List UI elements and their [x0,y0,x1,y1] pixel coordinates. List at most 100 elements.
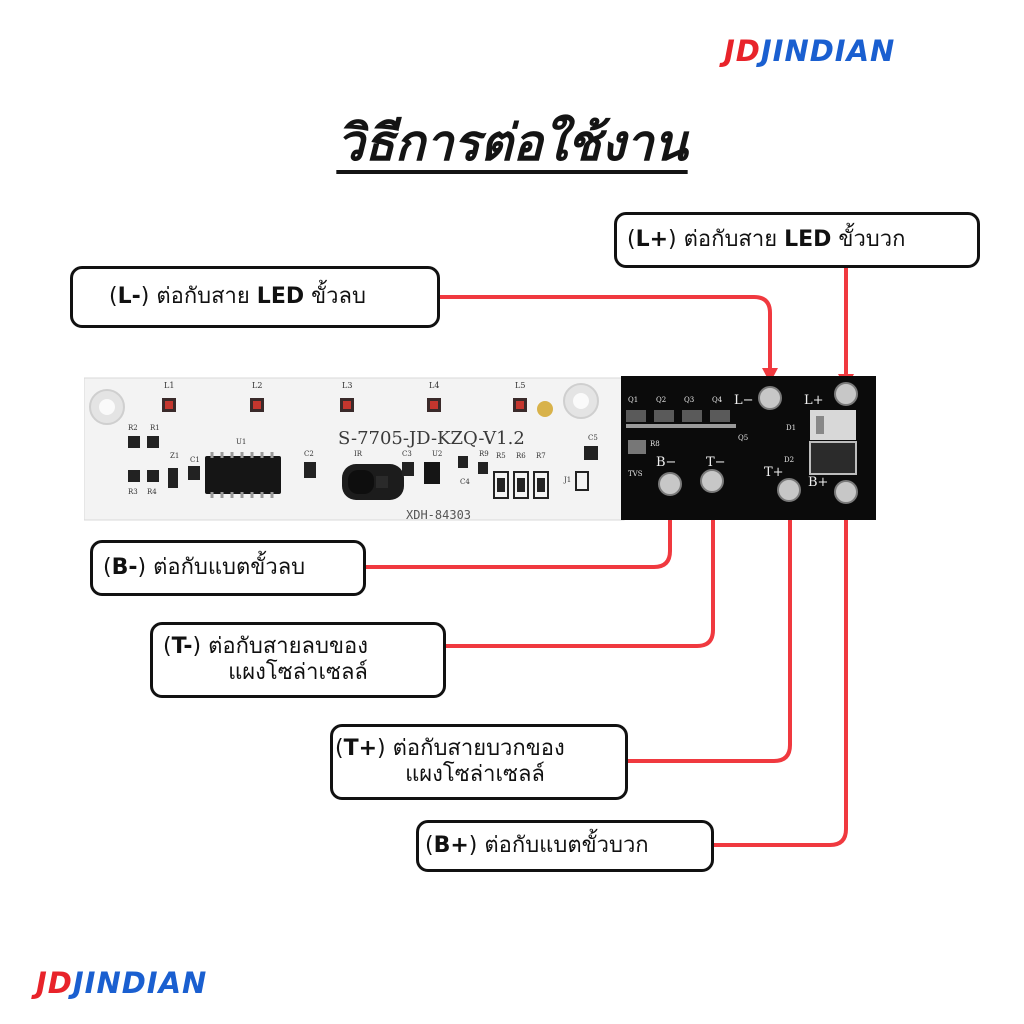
comp-label-r7: R7 [536,452,546,460]
comp-label-u1: U1 [236,438,246,446]
comp-label-c4: C4 [460,478,470,486]
led-label-l1: L1 [164,381,174,390]
led-label-l5: L5 [515,381,525,390]
label-t-minus: (T-) ต่อกับสายลบของ แผงโซล่าเซลล์ [150,622,446,698]
terminal-code-t-minus: T- [171,634,193,660]
led-l5-die [516,401,524,409]
label-l-minus: (L-) ต่อกับสาย LED ขั้วลบ [70,266,440,328]
cap-c3 [402,462,414,476]
terminal-code-t-plus: T+ [343,736,378,762]
pcb-board: L1 L2 L3 L4 L5 R2 R1 R3 R4 Z1 C1 U1 C2 I… [84,376,876,522]
paren-close: ) [377,736,386,762]
mounting-hole-left-inner [99,399,115,415]
paren-close: ) [137,555,147,581]
led-l4-die [430,401,438,409]
comp-label-tvs: TVS [628,470,643,478]
paren-close: ) [140,284,150,310]
cap-c1 [188,466,200,480]
comp-label-r3: R3 [128,488,138,496]
label-t-minus-line1: (T-) ต่อกับสายลบของ [163,634,433,660]
board-serial-text: XDH-84303 [406,508,471,522]
paren-open: ( [103,555,112,581]
comp-label-q1: Q1 [628,396,638,404]
connector-b-minus [362,502,672,569]
pad-b-minus [658,472,682,496]
paren-open: ( [627,227,636,253]
label-b-plus-line: (B+) ต่อกับแบตขั้วบวก [425,833,701,859]
gold-test-pad [537,401,553,417]
comp-label-r8: R8 [650,440,660,448]
arrowhead-l-minus [762,368,778,383]
comp-label-r9: R9 [479,450,489,458]
pad-label-b-plus: B+ [808,475,828,490]
comp-label-q5: Q5 [738,434,748,442]
label-t-plus-line1: (T+) ต่อกับสายบวกของ [335,736,615,762]
led-label-l4: L4 [429,381,439,390]
pad-t-plus [777,478,801,502]
paren-close: ) [668,227,677,253]
page-title-text: วิธีการต่อใช้งาน [336,114,688,172]
pad-label-l-plus: L+ [804,393,824,408]
comp-label-r4: R4 [147,488,157,496]
page-title: วิธีการต่อใช้งาน [0,104,1024,183]
label-b-minus-line: (B-) ต่อกับแบตขั้วลบ [103,555,353,581]
brand-logo-bottom: JDJINDIAN [36,966,207,1000]
brand-logo-top: JDJINDIAN [724,34,895,68]
label-l-minus-line: (L-) ต่อกับสาย LED ขั้วลบ [109,284,427,310]
cap-c2 [304,462,316,478]
comp-label-d1: D1 [786,424,796,432]
label-desc-end: ขั้วบวก [831,227,906,253]
paren-open: ( [163,634,172,660]
ir-sensor [342,464,404,500]
paren-open: ( [425,833,434,859]
mounting-hole-right-inner [573,393,589,409]
label-t-minus-line2: แผงโซล่าเซลล์ [228,660,368,685]
connector-l-minus [436,295,772,374]
paren-open: ( [335,736,344,762]
ic-u1 [205,452,281,498]
label-l-plus: (L+) ต่อกับสาย LED ขั้วบวก [614,212,980,268]
pad-l-plus [834,382,858,406]
comp-label-c3: C3 [402,450,412,458]
pad-label-t-plus: T+ [764,465,784,480]
terminal-code-b-minus: B- [111,555,138,581]
paren-close: ) [468,833,478,859]
pad-label-l-minus: L− [734,393,754,408]
connector-t-minus [442,498,715,648]
label-desc: ต่อกับสาย [676,227,785,253]
label-desc: ต่อกับสาย [149,284,257,310]
comp-label-c2: C2 [304,450,314,458]
led-label-l3: L3 [342,381,352,390]
comp-label-c1: C1 [190,456,200,464]
label-l-plus-line: (L+) ต่อกับสาย LED ขั้วบวก [627,227,967,253]
pad-t-minus [700,469,724,493]
cap-c5 [584,446,598,460]
comp-label-r2: R2 [128,424,138,432]
pad-label-t-minus: T− [706,455,726,470]
led-l2-die [253,401,261,409]
ic-u2 [424,462,440,484]
terminal-code-l-plus: L+ [635,227,669,253]
diode-d2 [809,441,857,475]
board-model-text: S-7705-JD-KZQ-V1.2 [338,428,525,449]
label-desc: ต่อกับสายบวกของ [385,736,565,762]
resistor-cluster-left [128,436,178,488]
pad-b-plus [834,480,858,504]
paren-close: ) [192,634,202,660]
led-label-l2: L2 [252,381,262,390]
label-led-word: LED [256,284,305,310]
label-desc: ต่อกับแบตขั้วลบ [146,555,306,581]
resistor-cluster-right [478,462,549,499]
brand-logo-jd: JD [36,966,73,1000]
led-l1-die [165,401,173,409]
label-desc: ต่อกับแบตขั้วบวก [477,833,649,859]
comp-label-d2: D2 [784,456,794,464]
comp-label-c5: C5 [588,434,598,442]
label-t-plus-line2: แผงโซล่าเซลล์ [405,762,545,787]
comp-label-r1: R1 [150,424,160,432]
label-t-plus: (T+) ต่อกับสายบวกของ แผงโซล่าเซลล์ [330,724,628,800]
label-b-plus: (B+) ต่อกับแบตขั้วบวก [416,820,714,872]
comp-label-z1: Z1 [170,452,179,460]
label-desc-end: ขั้วลบ [304,284,366,310]
comp-label-ir: IR [354,450,363,458]
